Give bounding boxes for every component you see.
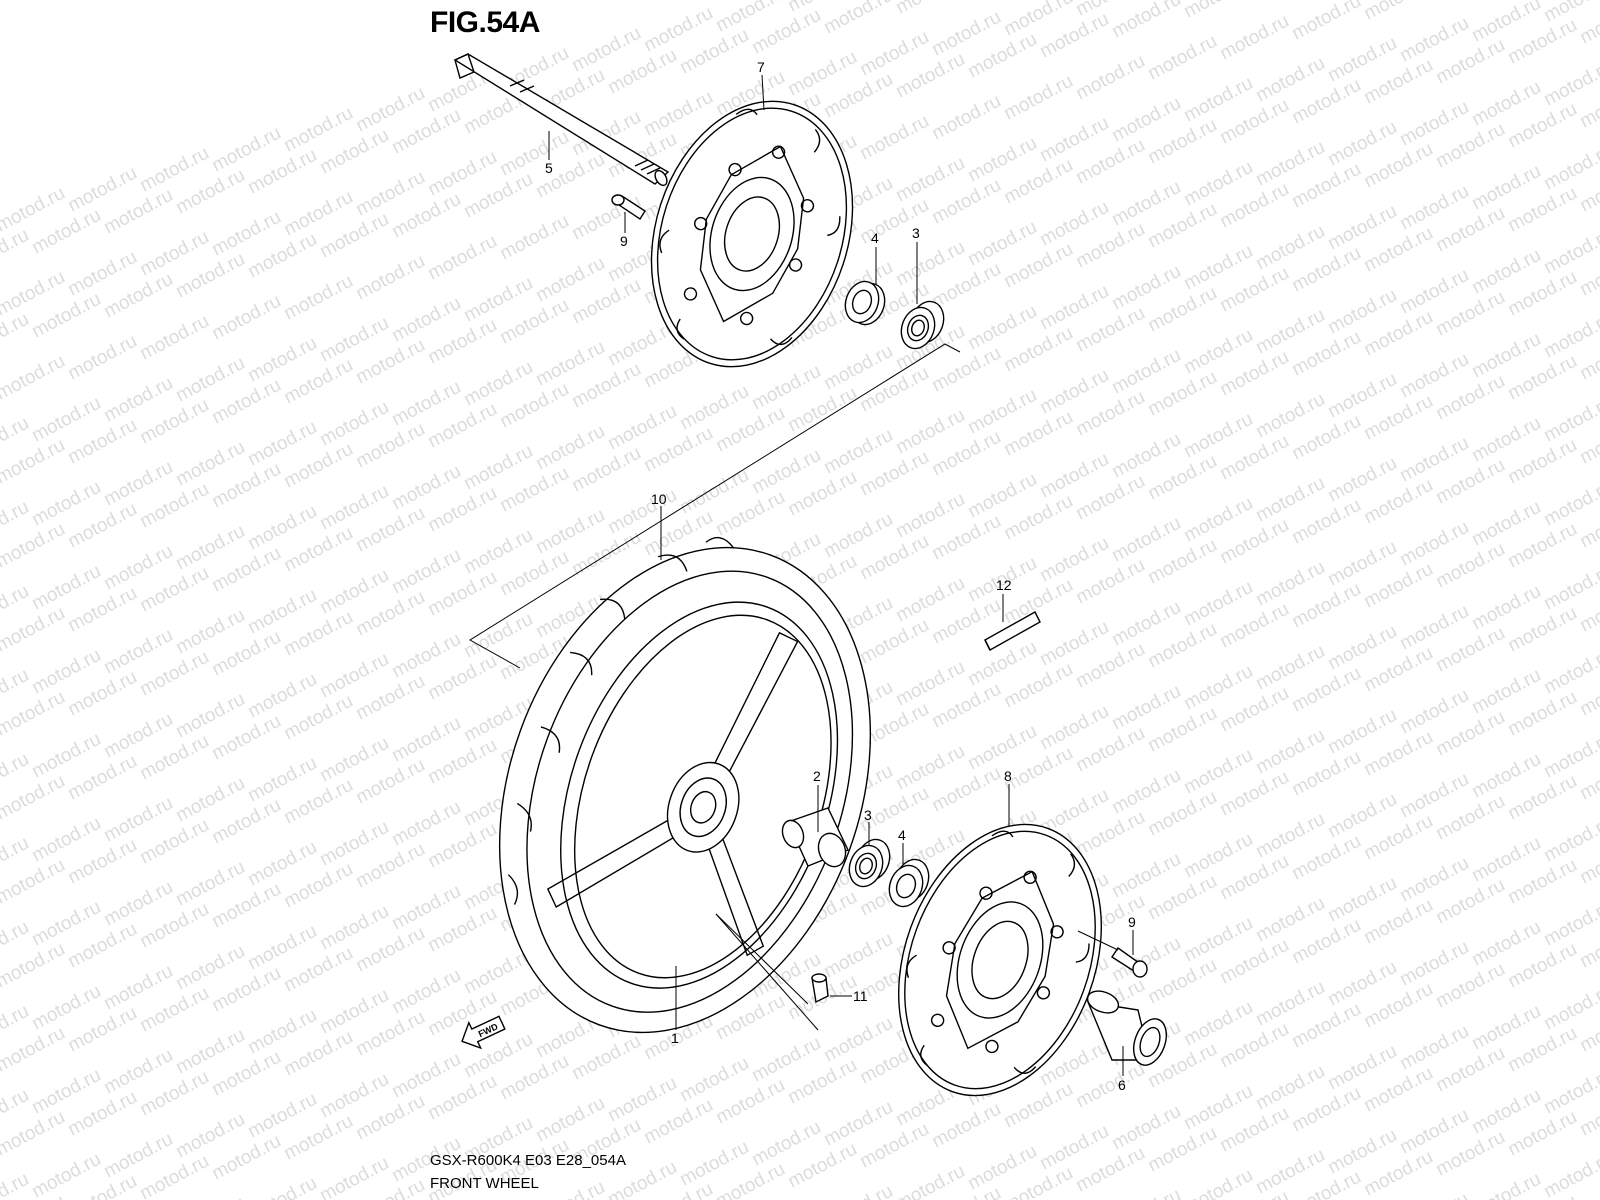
callout-11: 11 [853,988,868,1004]
watermark-text: motod.ru [316,1153,392,1200]
watermark-text: motod.ru [208,291,284,345]
callout-9-bottom: 9 [1128,914,1136,930]
callout-4-bottom: 4 [898,827,906,843]
watermark-text: motod.ru [1180,0,1256,22]
figure-name: FRONT WHEEL [430,1175,539,1192]
watermark-text: motod.ru [1216,11,1292,65]
watermark-text: motod.ru [856,111,932,165]
part-balance-weight [984,611,1041,651]
watermark-text: motod.ru [1108,1185,1184,1200]
part-spacer [781,807,849,868]
part-brake-disc-top [650,100,854,368]
callout-9-top: 9 [620,233,628,249]
part-bolt-top [611,194,646,220]
part-valve [811,973,829,1004]
watermark-text: motod.ru [172,1193,248,1200]
callout-5: 5 [545,160,553,176]
watermark-text: motod.ru [892,0,968,18]
fwd-arrow-icon: FWD [461,1015,506,1050]
callout-2: 2 [813,768,821,784]
watermark-text: motod.ru [1432,0,1508,4]
leader-lines [548,74,1134,1076]
callout-6: 6 [1118,1077,1126,1093]
assembly-guide-lines [469,343,961,669]
part-oil-seal-top [844,280,886,326]
watermark-text: motod.ru [820,0,896,38]
part-bolt-bottom [1111,947,1148,978]
watermark-text: motod.ru [892,1161,968,1200]
part-bearing-bottom [848,838,891,888]
part-collar [1086,990,1168,1066]
watermark-text: motod.ru [1396,1189,1472,1200]
callout-1: 1 [671,1030,679,1046]
watermark-text: motod.ru [1000,71,1076,125]
watermark-text: motod.ru [244,1173,320,1200]
watermark-text: motod.ru [64,331,140,385]
watermark-text: motod.ru [280,271,356,325]
watermark-text: motod.ru [1108,0,1184,42]
callout-12: 12 [996,577,1012,593]
part-oil-seal-bottom [888,858,930,908]
callout-labels: 7 5 9 4 3 10 12 2 3 4 8 9 11 1 6 [545,59,1136,1093]
callout-3-bottom: 3 [864,807,872,823]
part-bearing-top [900,300,945,350]
watermark-text: motod.ru [928,91,1004,145]
callout-4-top: 4 [871,230,879,246]
watermark-text: motod.ru [352,251,428,305]
callout-10: 10 [651,491,667,507]
watermark-text: motod.ru [424,231,500,285]
part-brake-disc-bottom [897,823,1103,1097]
watermark-text: motod.ru [1180,1165,1256,1200]
callout-8: 8 [1004,768,1012,784]
figure-title: FIG.54A [430,6,540,39]
watermark-text: motod.ru [820,1181,896,1200]
callout-3-top: 3 [912,225,920,241]
watermark-text: motod.ru [1360,0,1436,24]
figure-code: GSX-R600K4 E03 E28_054A [430,1152,626,1169]
watermark-text: motod.ru [1252,0,1328,2]
watermark-text: motod.ru [496,211,572,265]
watermark-text: motod.ru [568,191,644,245]
watermark-text: motod.ru [1144,31,1220,85]
watermark-text: motod.ru [1468,1169,1544,1200]
watermark-text: motod.ru [136,311,212,365]
part-axle [453,53,670,187]
watermark-text: motod.ru [1072,51,1148,105]
watermark-text: motod.ru [532,1177,608,1200]
watermark-text: motod.ru [1288,0,1364,44]
watermark-text: motod.ru [0,351,69,405]
callout-7: 7 [757,59,765,75]
